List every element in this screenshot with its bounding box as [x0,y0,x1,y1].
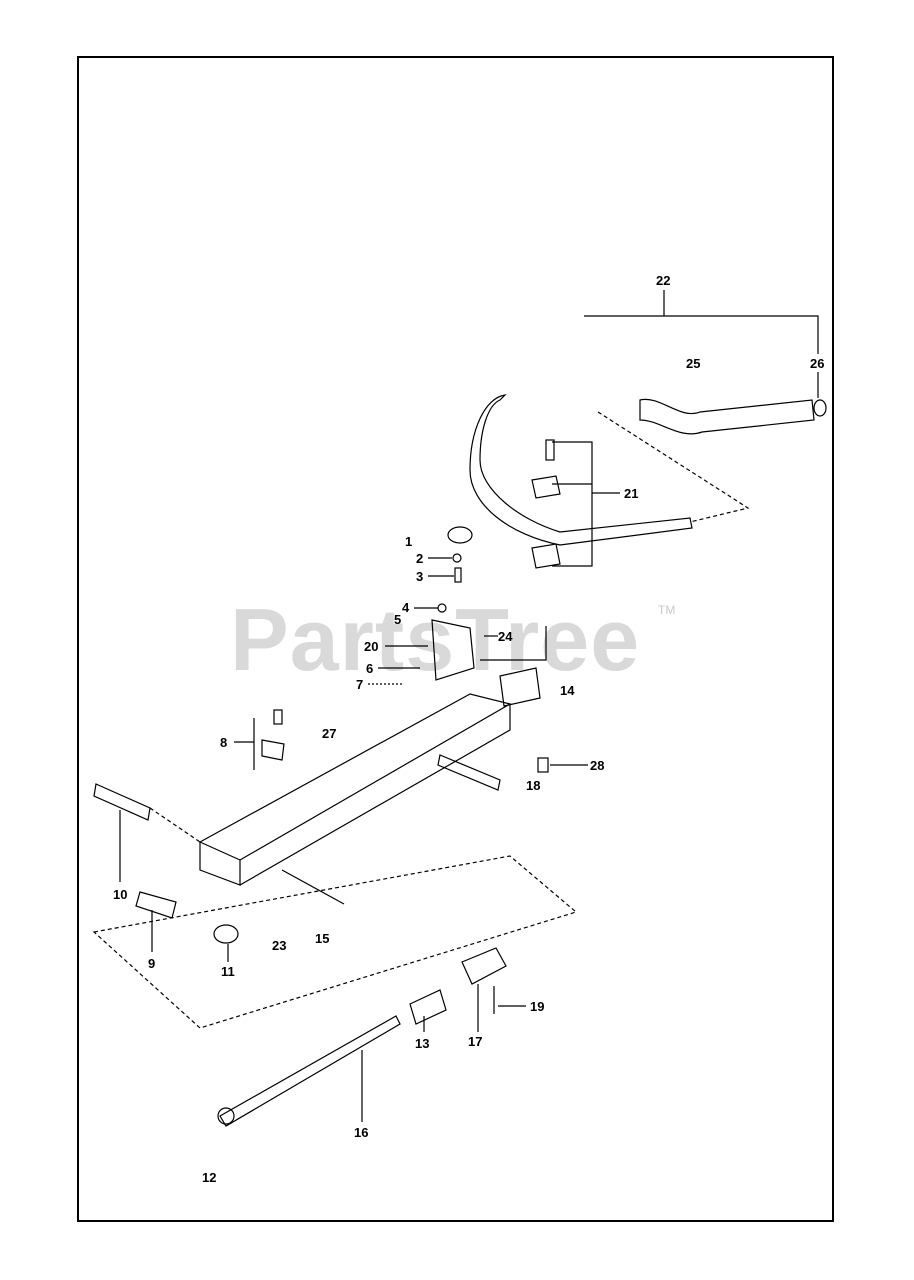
callout-18: 18 [526,778,540,793]
nut-26 [813,399,827,417]
callout-9: 9 [148,956,155,971]
outline-15 [92,855,578,1029]
callout-23: 23 [272,938,286,953]
callout-7: 7 [356,677,363,692]
callout-24: 24 [498,629,513,644]
block-17 [461,947,507,985]
bracket-21 [552,441,593,567]
pad-14 [499,667,541,707]
watermark-tm: TM [658,603,675,617]
callout-11: 11 [221,964,235,979]
callout-3: 3 [416,569,423,584]
callout-6: 6 [366,661,373,676]
bracket-link [480,626,547,661]
axle-stub [437,754,501,791]
handle-25-outline [597,411,750,523]
callout-28: 28 [590,758,604,773]
bolt-8 [273,709,283,725]
callout-10: 10 [113,887,127,902]
loop-handle [469,394,693,546]
callout-4: 4 [402,600,410,615]
callout-20: 20 [364,639,378,654]
tube-10 [93,783,151,821]
main-tube-end [199,842,241,886]
screw-4 [437,603,447,613]
sleeve-9 [135,891,177,919]
callout-25: 25 [686,356,700,371]
callout-21: 21 [624,486,638,501]
callout-2: 2 [416,551,423,566]
main-tube-side [239,704,511,886]
callout-15: 15 [315,931,329,946]
spacer-3 [454,567,462,583]
knob-1 [447,526,473,544]
rod-15 [281,869,345,905]
handle-grip-25 [639,398,815,435]
callout-1: 1 [405,534,412,549]
callout-13: 13 [415,1036,429,1051]
callout-12: 12 [202,1170,216,1185]
clamp-lower-21 [531,543,561,569]
callout-8: 8 [220,735,227,750]
callout-27: 27 [322,726,336,741]
main-tube [198,693,512,861]
callout-19: 19 [530,999,544,1014]
callout-22: 22 [656,273,670,288]
cap-28 [537,757,549,773]
dash-10 [149,807,201,843]
bolt-21 [545,439,555,461]
nut-11 [213,924,239,944]
rod-end-16 [217,1107,235,1125]
rod-16 [219,1015,401,1127]
callout-26: 26 [810,356,824,371]
spring-13 [409,989,447,1025]
callout-14: 14 [560,683,575,698]
callout-5: 5 [394,612,401,627]
callout-16: 16 [354,1125,368,1140]
callout-17: 17 [468,1034,482,1049]
washer-2 [452,553,462,563]
clamp-upper-21 [531,475,561,499]
clamp-8 [261,739,285,761]
bracket-22 [584,315,819,354]
bracket-plate-24 [431,619,475,681]
watermark-text: PartsTree [230,590,640,689]
diagram-frame [77,56,834,1222]
